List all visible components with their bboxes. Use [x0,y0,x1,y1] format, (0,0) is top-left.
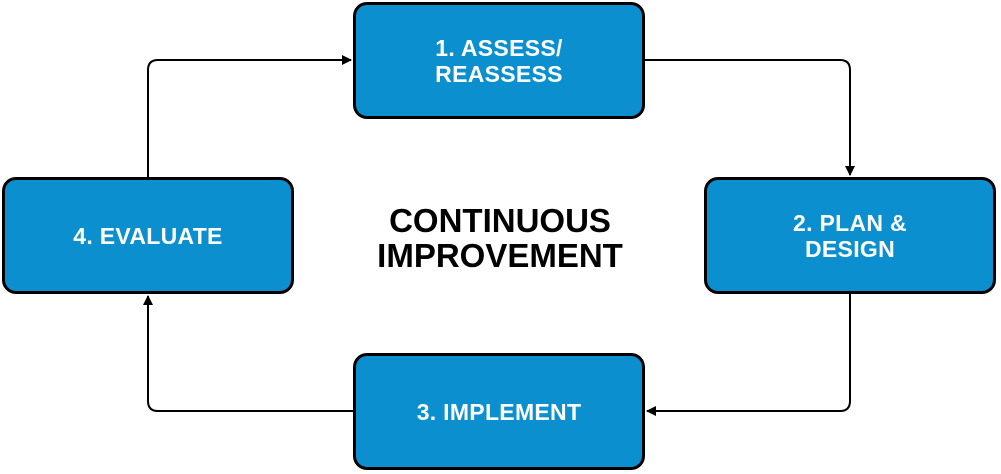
step-evaluate-box: 4. EVALUATE [2,177,294,294]
step-assess-label: 1. ASSESS/ REASSESS [435,34,563,87]
step-assess-box: 1. ASSESS/ REASSESS [353,2,645,119]
step-plan-design-box: 2. PLAN & DESIGN [704,177,996,294]
arrow-implement-to-evaluate [143,295,353,412]
arrow-assess-to-plan [645,59,855,176]
step-evaluate-label: 4. EVALUATE [73,222,223,249]
step-implement-box: 3. IMPLEMENT [353,353,645,470]
arrow-evaluate-to-assess [147,55,352,177]
arrow-plan-to-implement [646,294,851,416]
cycle-title: CONTINUOUS IMPROVEMENT [377,202,623,274]
step-implement-label: 3. IMPLEMENT [416,398,582,425]
step-plan-design-label: 2. PLAN & DESIGN [793,209,907,262]
